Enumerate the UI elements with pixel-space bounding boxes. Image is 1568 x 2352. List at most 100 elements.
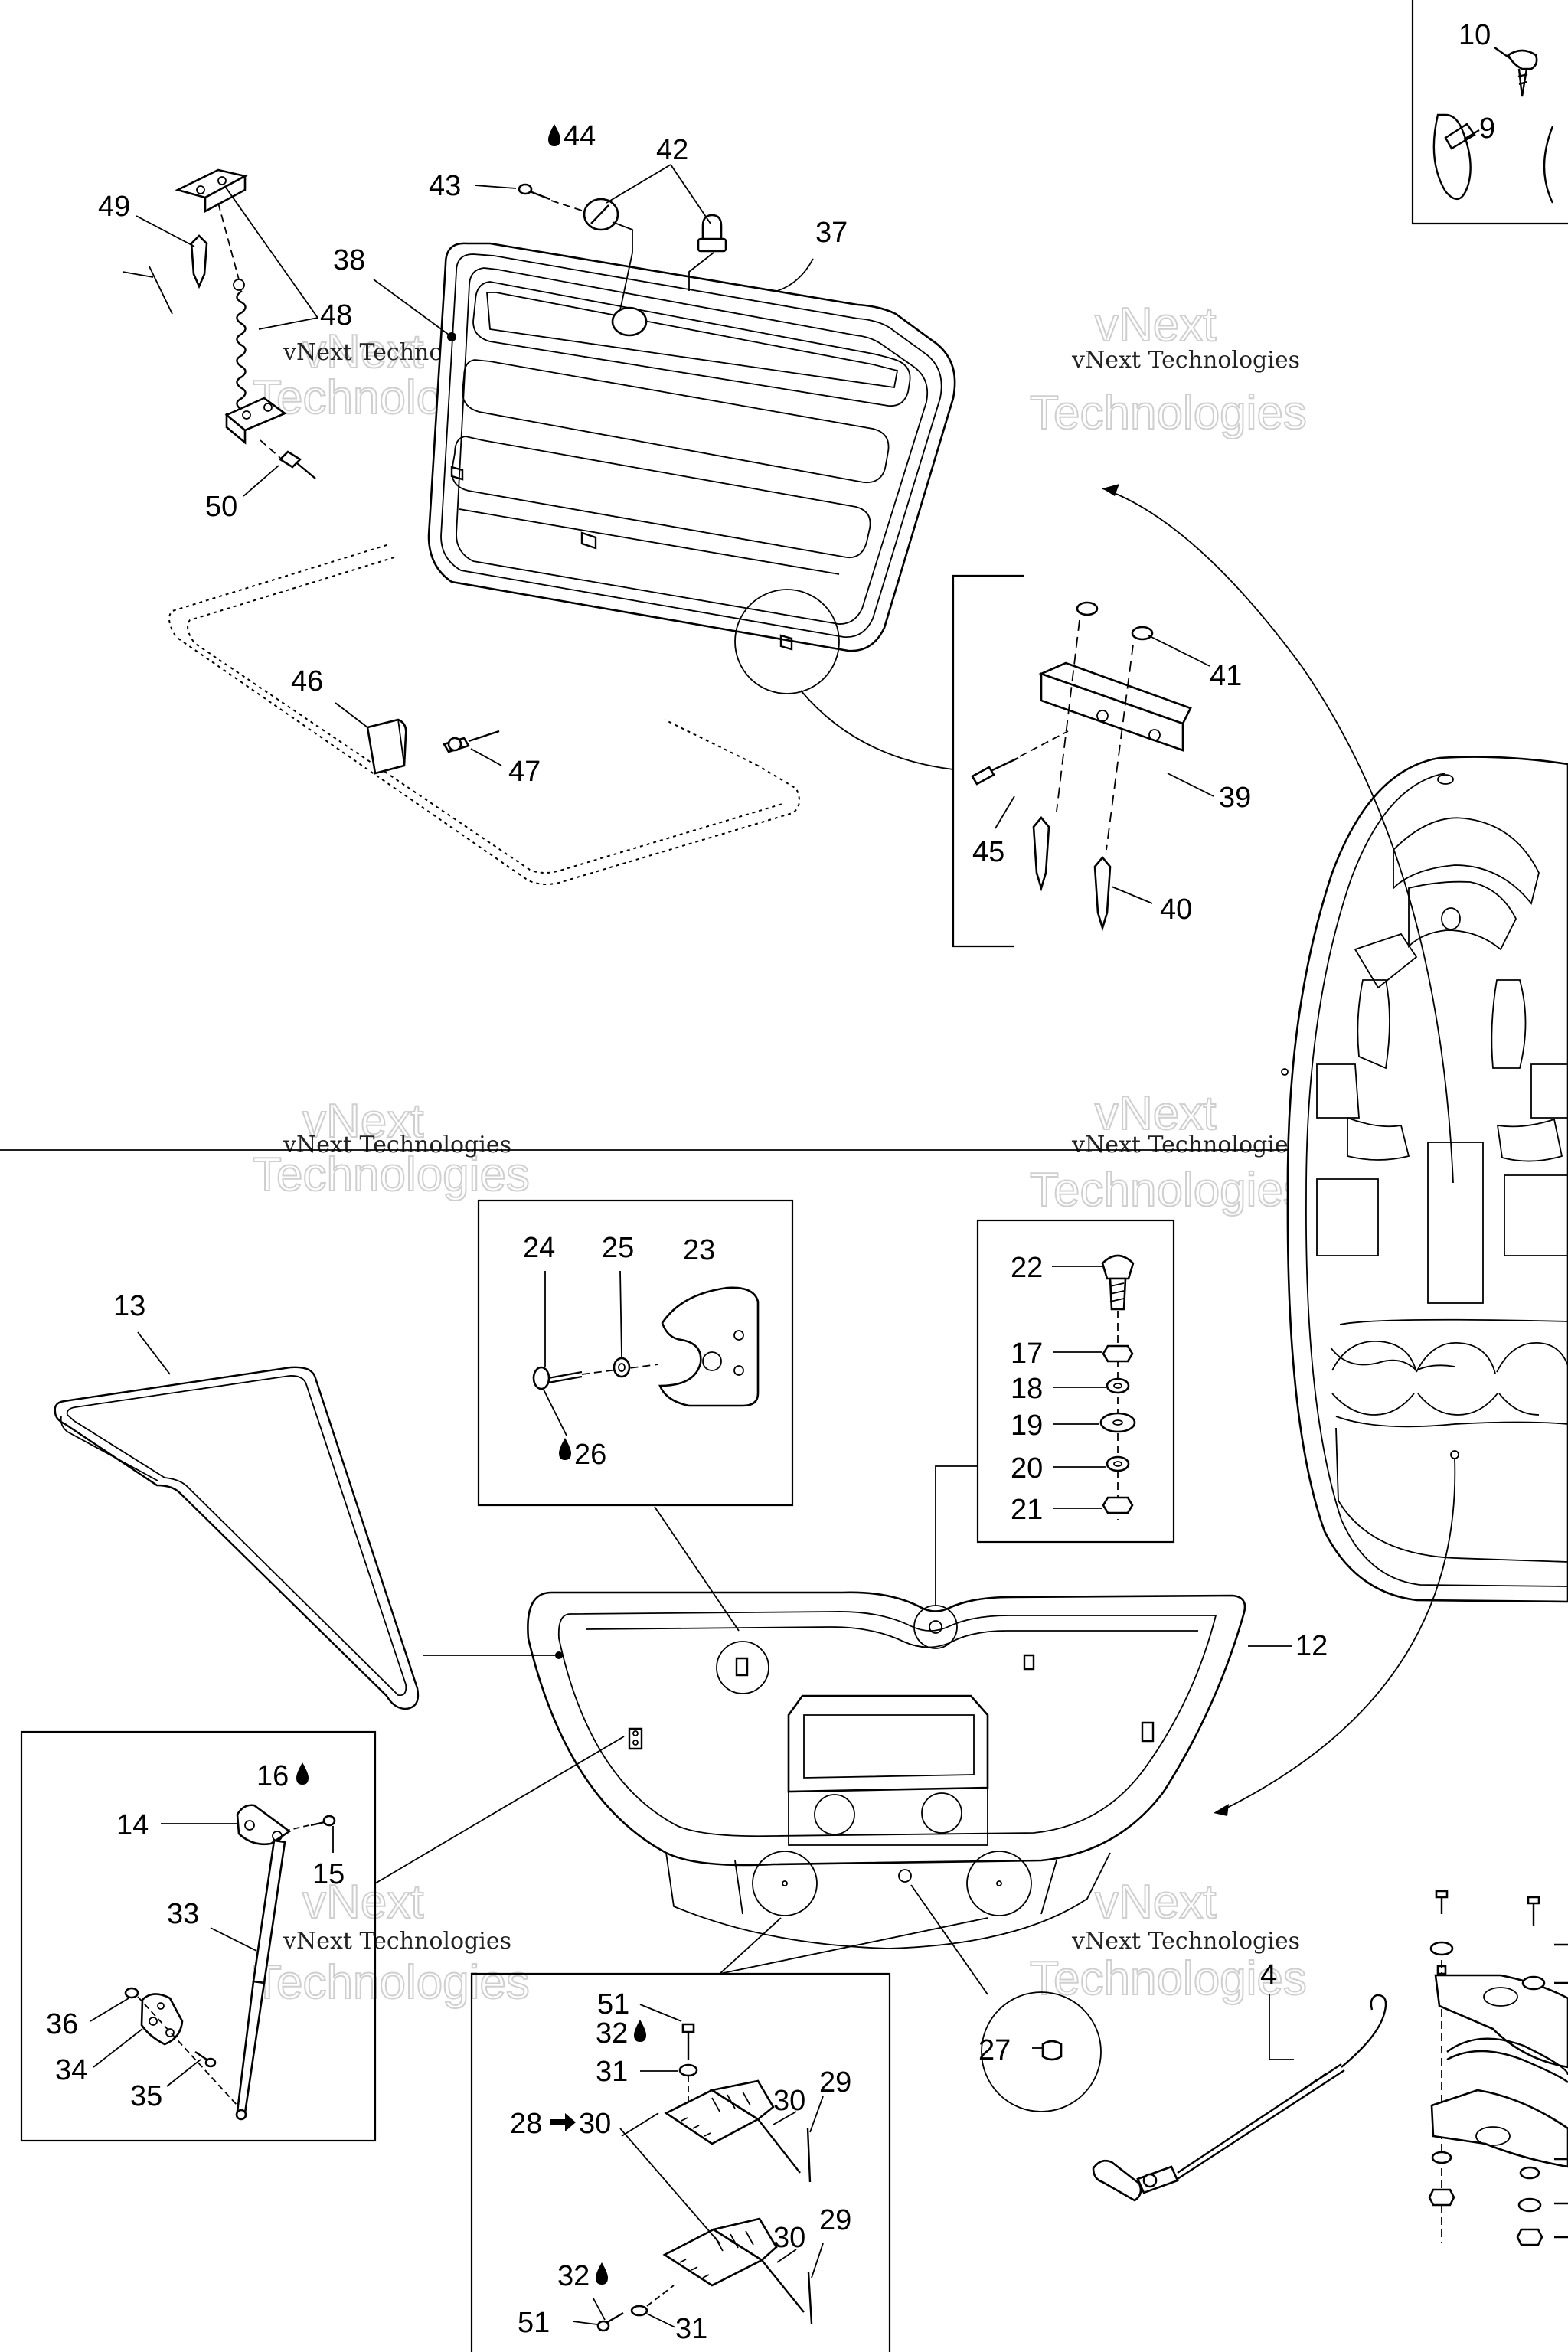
rivet-part-40	[1032, 815, 1112, 932]
callout-46: 46	[291, 665, 323, 697]
callout-9: 9	[1479, 113, 1495, 145]
callout-31-upper: 31	[596, 2056, 628, 2088]
storage-cover-part-37	[427, 242, 956, 652]
inset-box-bumper	[477, 1199, 794, 1507]
screw-part-10	[1507, 49, 1538, 97]
svg-text:vNext Technologies: vNext Technologies	[1071, 1132, 1300, 1158]
svg-text:vNext Technologies: vNext Technologies	[1071, 1928, 1300, 1955]
washer-part-36	[124, 1987, 139, 1999]
callout-12: 12	[1295, 1630, 1328, 1662]
svg-text:vNext Technologies: vNext Technologies	[1071, 347, 1300, 374]
screw-part-51-upper	[681, 2023, 695, 2060]
callout-labels: 10 9 49 48 50 38 43 44 42 37 41 39 45 40…	[46, 19, 1495, 2345]
seal-part-13	[54, 1366, 420, 1710]
hinge-part-30-upper	[664, 2079, 801, 2174]
svg-text:Technologies: Technologies	[1030, 387, 1307, 439]
callout-4: 4	[1260, 1959, 1276, 1991]
detail-circle-hinge	[734, 589, 840, 694]
detail-circle-bumper	[716, 1641, 769, 1694]
callout-38: 38	[333, 244, 365, 276]
inset-box-hinges	[470, 1972, 891, 2352]
callout-17: 17	[1011, 1338, 1043, 1370]
inset-box-stopper	[976, 1219, 1175, 1544]
watermark-mid-left: vNext Technologies vNext Technologies	[252, 1094, 531, 1202]
callout-30-lower: 30	[773, 2222, 805, 2254]
gas-spring-part-33	[235, 1839, 286, 2121]
callout-34: 34	[55, 2054, 87, 2086]
callout-18: 18	[1011, 1373, 1043, 1405]
callout-44: 44	[564, 120, 596, 152]
callout-27: 27	[978, 2034, 1011, 2066]
rivet-part-50	[278, 450, 316, 479]
washer-part-41	[1076, 601, 1154, 641]
svg-text:Technologies: Technologies	[253, 1956, 530, 2009]
bolt-part-22	[1101, 1254, 1135, 1311]
callout-49: 49	[98, 191, 130, 223]
nut-part-21	[1102, 1496, 1134, 1514]
callout-33: 33	[167, 1898, 199, 1930]
callout-14: 14	[116, 1809, 149, 1841]
callout-32-upper: 32	[596, 2017, 628, 2050]
opening-outline	[168, 544, 800, 885]
washer-part-20	[1106, 1455, 1130, 1472]
svg-text:vNext: vNext	[302, 1876, 423, 1929]
callout-50: 50	[205, 491, 237, 523]
callout-13: 13	[113, 1290, 145, 1322]
detail-circle-hinge-right	[966, 1851, 1032, 1916]
arrow-to-tray	[1214, 1458, 1456, 1816]
inset-box-gas-spring	[20, 1730, 377, 2142]
washer-part-31-lower	[630, 2305, 648, 2317]
svg-text:vNext Technologies: vNext Technologies	[283, 1928, 511, 1955]
svg-text:vNext: vNext	[302, 325, 423, 378]
bumper-part-23	[658, 1286, 760, 1407]
callout-39: 39	[1219, 782, 1251, 814]
callout-35: 35	[130, 2080, 162, 2112]
callout-45: 45	[972, 836, 1004, 868]
screw-part-24	[532, 1366, 583, 1390]
right-arrow-icon	[550, 2113, 576, 2132]
svg-text:vNext: vNext	[302, 1095, 423, 1148]
svg-text:Technologies: Technologies	[1030, 1164, 1307, 1217]
rivet-part-47	[443, 730, 500, 753]
droplet-icon	[634, 2020, 646, 2042]
droplet-icon	[548, 124, 560, 146]
detail-circle-hinge-left	[752, 1851, 818, 1916]
release-cable-part-4	[1092, 1994, 1387, 2202]
washer-part-18	[1106, 1377, 1130, 1394]
callout-31-lower: 31	[675, 2313, 707, 2345]
callout-16: 16	[256, 1760, 289, 1792]
callout-24: 24	[523, 1232, 555, 1264]
callout-30-upper: 30	[773, 2085, 805, 2117]
callout-51-upper: 51	[597, 1988, 629, 2020]
inset-box-top-right	[1411, 0, 1568, 225]
callout-48: 48	[320, 299, 352, 332]
droplet-icon	[596, 2262, 608, 2285]
droplet-icon	[559, 1438, 571, 1460]
latch-assembly-partial	[1428, 1890, 1568, 2246]
washer-part-31-upper	[678, 2063, 698, 2077]
inset-box-hinge	[952, 574, 1024, 948]
screw-part-51-lower	[596, 2311, 624, 2332]
callout-30-arrow: 30	[579, 2108, 611, 2140]
screw-part-43	[518, 183, 550, 201]
svg-text:vNext: vNext	[1095, 299, 1216, 351]
spring-bracket-part-48	[175, 168, 287, 445]
drain-plug-part-27	[1041, 2040, 1063, 2061]
hinge-bracket-part-39	[1038, 662, 1192, 752]
callout-29-upper: 29	[819, 2066, 851, 2099]
leader-lines	[90, 164, 1294, 2328]
screw-part-15	[310, 1815, 336, 1827]
svg-text:Technologies: Technologies	[1030, 1952, 1307, 2005]
watermark-top-right: vNext Technologies vNext Technologies	[1029, 298, 1308, 440]
nut-part-17	[1102, 1344, 1134, 1363]
callout-23: 23	[683, 1234, 715, 1266]
screw-part-35	[194, 2051, 217, 2068]
callout-22: 22	[1011, 1252, 1043, 1284]
callout-10: 10	[1459, 19, 1491, 51]
callout-51-lower: 51	[518, 2307, 550, 2339]
latch-part-42	[583, 198, 727, 253]
svg-text:vNext: vNext	[1095, 1876, 1216, 1929]
svg-text:Technologies: Technologies	[253, 1148, 530, 1201]
callout-25: 25	[602, 1232, 634, 1264]
watermark-bottom-right: vNext Technologies vNext Technologies	[1029, 1875, 1308, 2006]
